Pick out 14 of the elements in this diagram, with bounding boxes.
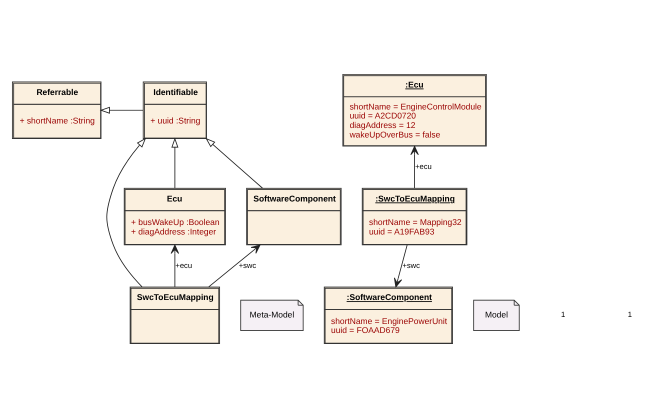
edge-label: +swc [402, 260, 420, 270]
arrow [100, 106, 144, 114]
label: 1 [561, 310, 566, 319]
arrow [205, 137, 264, 188]
arrow [170, 244, 180, 287]
arrow [106, 137, 146, 287]
arrow [394, 244, 408, 287]
label: 1 [628, 310, 632, 319]
arrow [410, 145, 419, 188]
edge-label: +swc [238, 260, 256, 270]
arrow [208, 244, 260, 287]
edge-label: +ecu [415, 162, 432, 171]
edge-label: +ecu [175, 260, 192, 270]
arrow [171, 137, 178, 188]
